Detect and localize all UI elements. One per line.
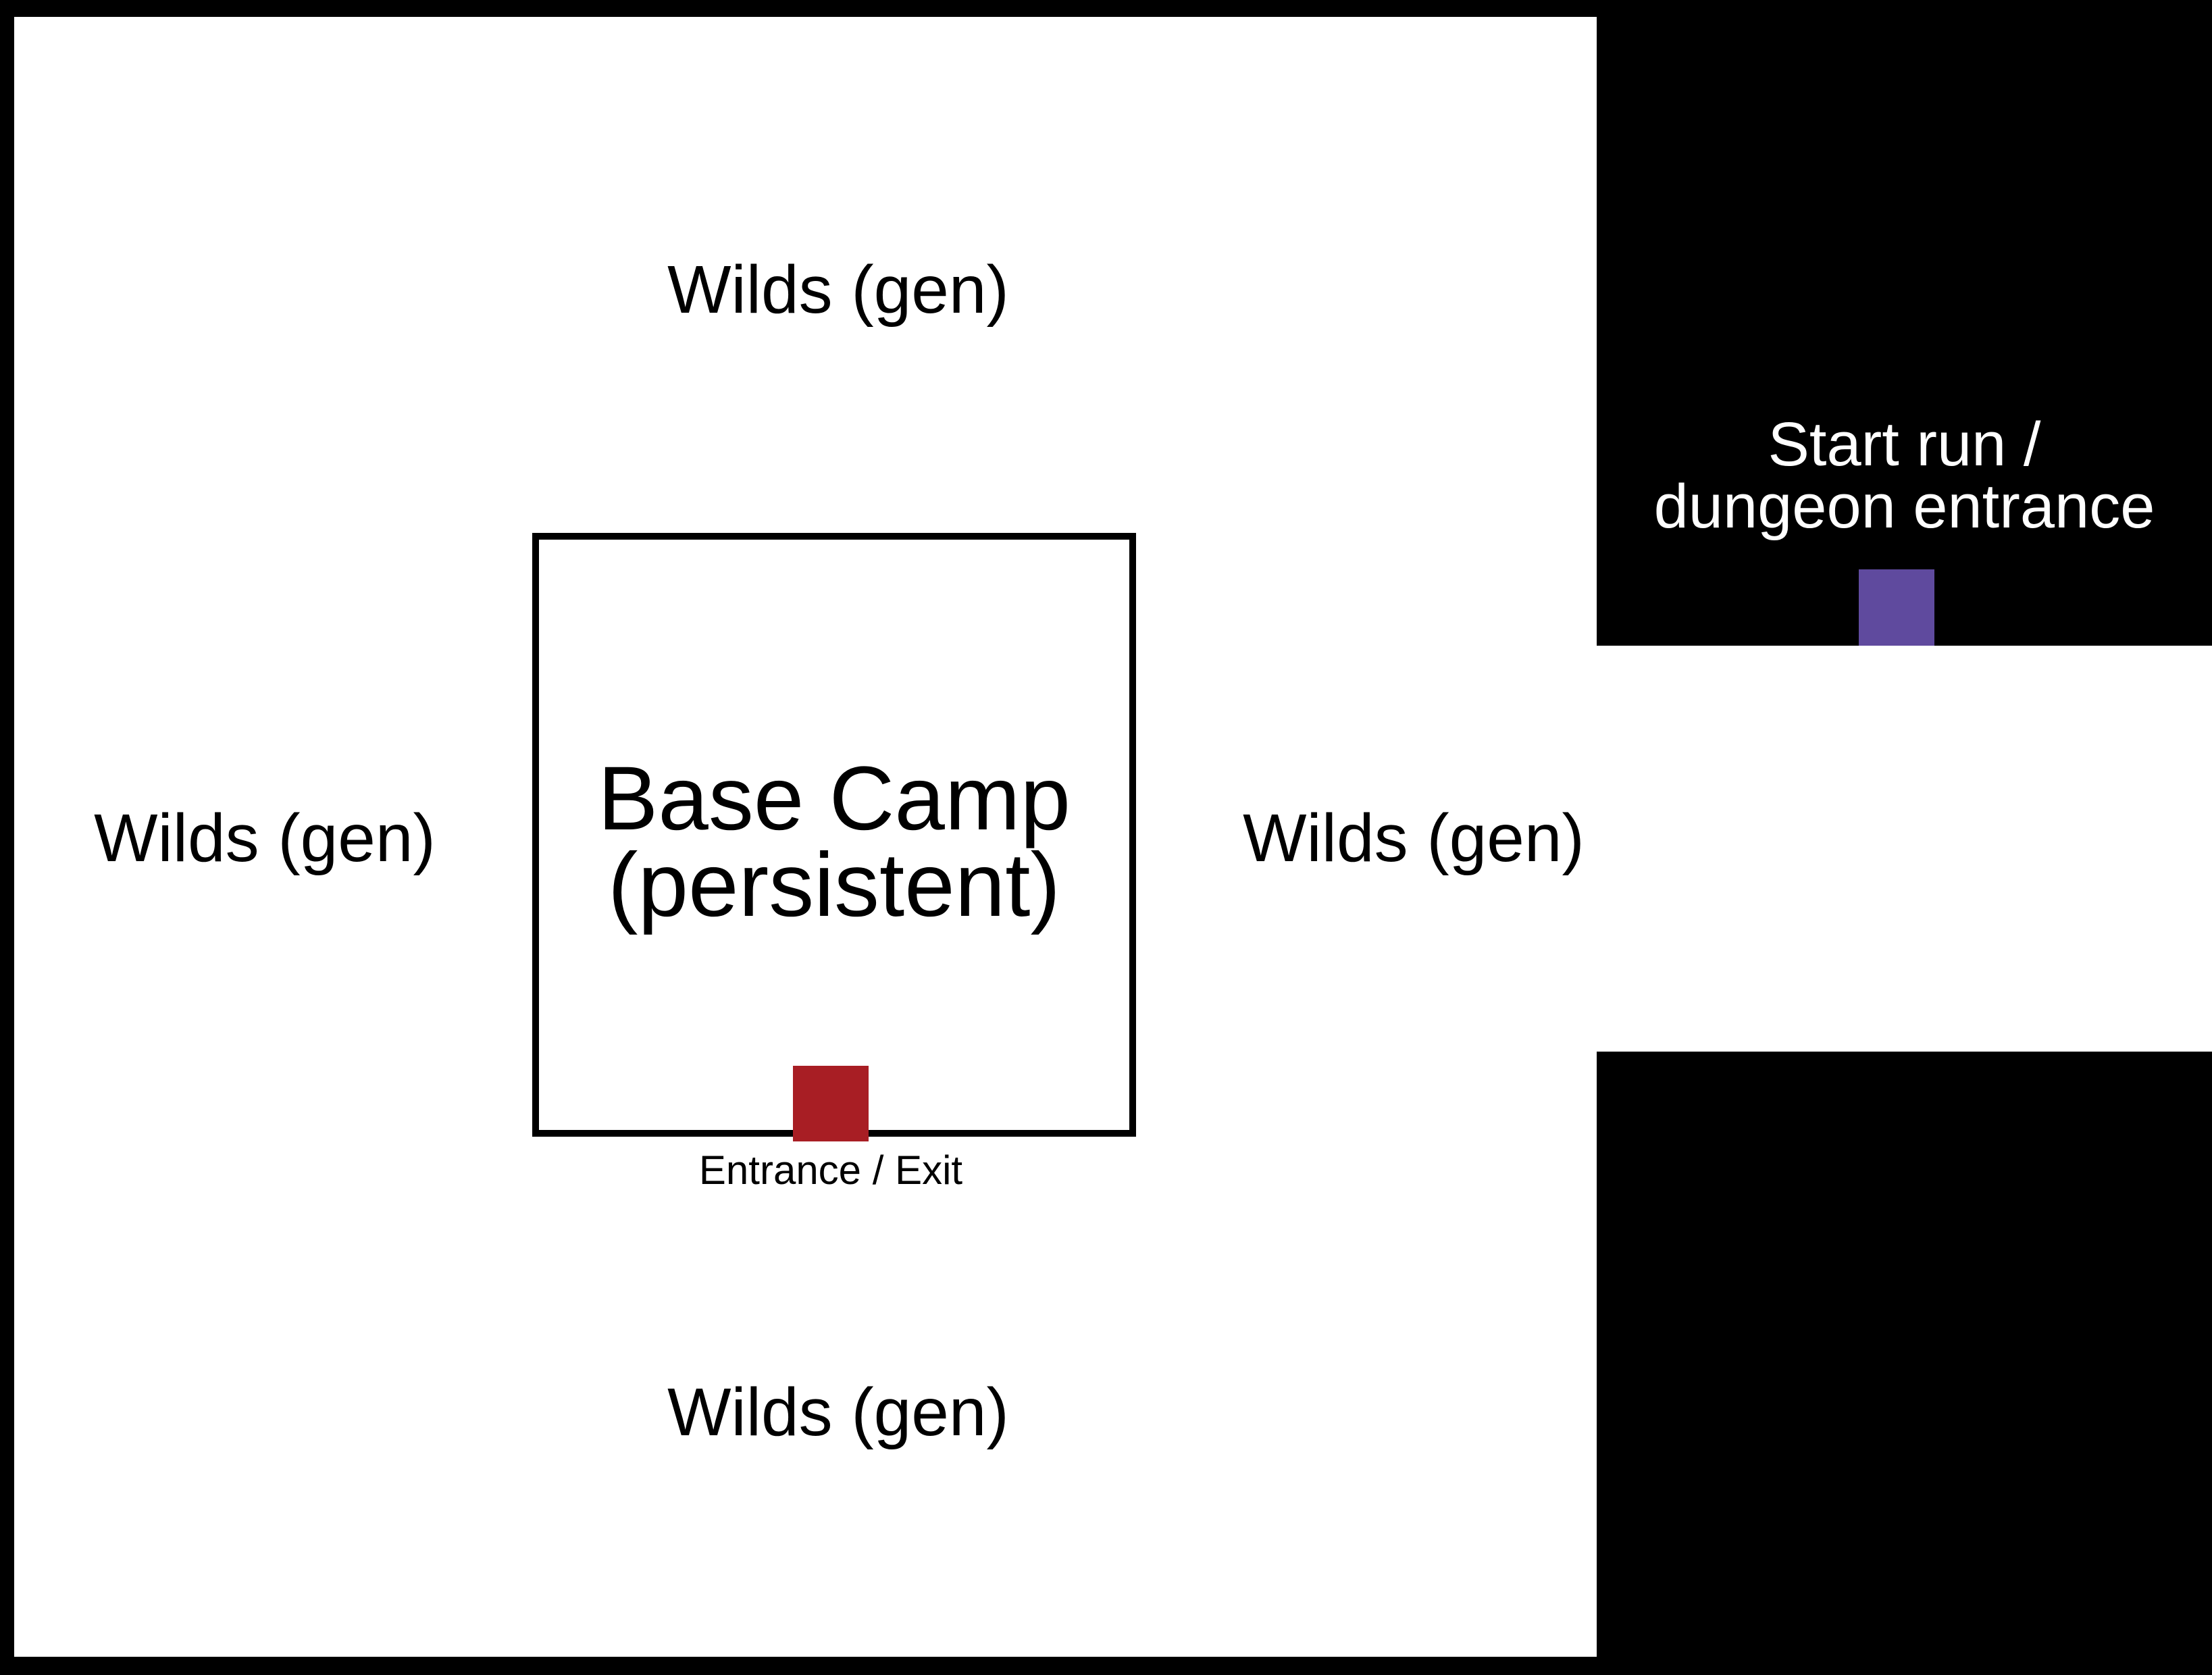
wilds-label-right: Wilds (gen) [1243,800,1585,876]
dungeon-entrance-marker [1859,569,1934,646]
wilds-label-bottom: Wilds (gen) [667,1374,1009,1450]
wilds-label-left: Wilds (gen) [94,800,436,876]
wilds-label-top: Wilds (gen) [667,252,1009,328]
dungeon-corridor [1597,646,2212,1052]
camp-entrance-label: Entrance / Exit [698,1148,963,1193]
base-camp-box: Base Camp (persistent) [532,533,1136,1137]
base-camp-label: Base Camp (persistent) [597,748,1071,935]
camp-entrance-marker [793,1066,869,1141]
dungeon-entrance-label: Start run / dungeon entrance [1653,410,2155,541]
